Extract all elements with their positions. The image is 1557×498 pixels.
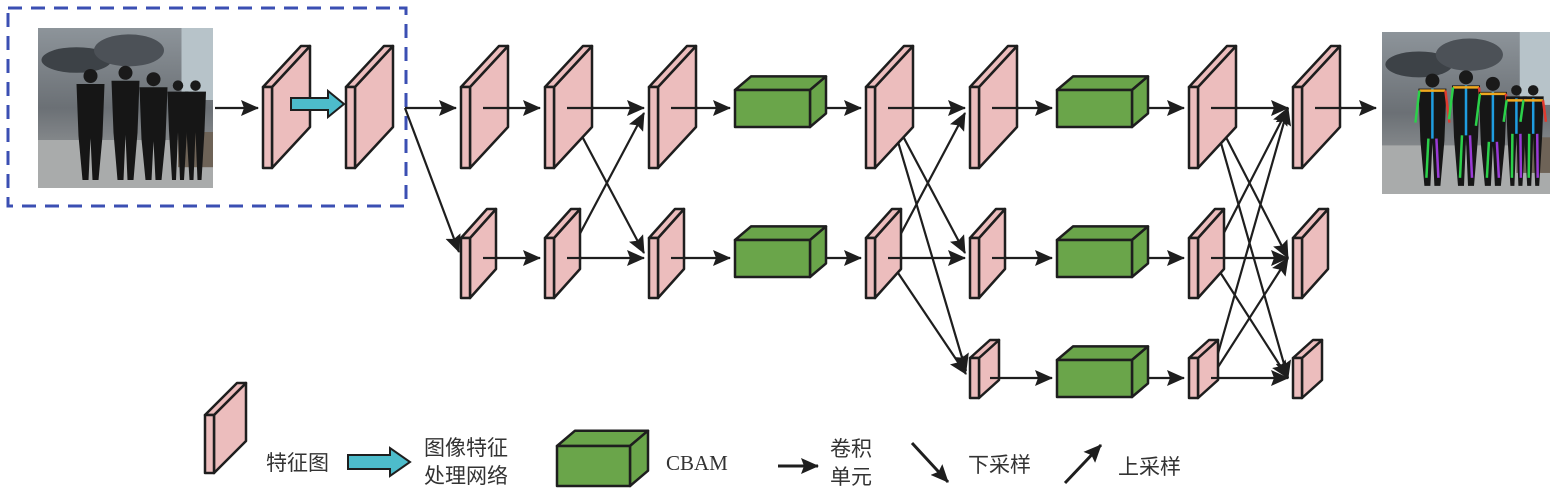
feature-map-mid-res	[459, 207, 498, 300]
feature-map-mid-res	[968, 207, 1007, 300]
pedestrian-head	[118, 65, 133, 80]
skeleton-leg	[1510, 133, 1514, 178]
skeleton-leg	[1458, 135, 1464, 178]
downsample-arrow	[887, 257, 967, 375]
feature-map-mid-res	[864, 207, 903, 300]
legend-upsample-arrow-icon	[1063, 443, 1103, 485]
pedestrian-body	[185, 91, 206, 180]
pedestrian-body	[76, 84, 105, 180]
feature-map-low-res	[1187, 338, 1220, 400]
skeleton-arm	[1474, 93, 1482, 126]
umbrella	[41, 47, 112, 73]
feature-map-low-res	[1291, 338, 1324, 400]
legend-cbam-icon	[555, 429, 650, 488]
feature-map-mid-res	[647, 207, 686, 300]
skeleton-arm	[1519, 100, 1525, 122]
skeleton-leg	[1425, 138, 1430, 178]
pedestrian-head	[172, 80, 184, 91]
legend: 特征图 图像特征 处理网络 CBAM 卷积 单元 下采样 上采样	[203, 381, 1181, 489]
blocks	[261, 44, 1342, 400]
legend-downsample-arrow-icon	[910, 441, 950, 484]
legend-feature-map-label: 特征图	[266, 451, 329, 475]
legend-processing-network-label-2: 处理网络	[424, 464, 508, 488]
legend-feature-map-icon	[203, 381, 248, 475]
pedestrian-head	[1459, 70, 1473, 85]
cbam-block	[733, 225, 828, 279]
pedestrian-head	[83, 69, 98, 83]
skeleton-leg	[1527, 133, 1531, 178]
feature-map	[344, 44, 395, 170]
upsample-arrow	[1209, 107, 1292, 379]
skeleton-leg	[1468, 135, 1474, 178]
umbrella	[1435, 38, 1503, 71]
legend-cbam-shape	[555, 429, 650, 488]
pedestrian-head	[1511, 85, 1522, 96]
feature-map-mid-res	[543, 207, 582, 300]
skeleton-leg	[1485, 141, 1491, 178]
feature-map-mid-res	[1187, 207, 1226, 300]
overlay	[483, 106, 1342, 380]
cbam-block	[733, 75, 828, 129]
pedestrian-head	[1527, 85, 1539, 96]
legend-processing-network-label-1: 图像特征	[424, 436, 508, 460]
legend-feature-map-shape	[203, 381, 248, 475]
legend-processing-arrow-icon	[347, 446, 412, 478]
legend-conv-unit-label-2: 单元	[830, 465, 872, 489]
skeleton-leg	[1495, 141, 1501, 178]
pedestrian-head	[1425, 73, 1440, 88]
upsample-arrow	[1210, 257, 1289, 379]
pedestrian-head	[1485, 76, 1500, 91]
skeleton-arm	[1541, 100, 1548, 122]
pedestrian-head	[190, 80, 201, 91]
skeleton-arm	[1414, 90, 1421, 123]
skeleton-arm	[1447, 87, 1455, 120]
legend-upsample-label: 上采样	[1118, 455, 1181, 479]
legend-downsample-label: 下采样	[968, 453, 1031, 477]
downsample-arrow	[886, 107, 969, 372]
pedestrian-body	[1452, 85, 1480, 186]
umbrella	[94, 34, 164, 67]
skeleton-leg	[1519, 133, 1523, 178]
legend-cbam-label: CBAM	[666, 451, 728, 475]
cbam-block	[1055, 345, 1150, 399]
feature-map-low-res	[968, 338, 1001, 400]
feature-map-mid-res	[1291, 207, 1330, 300]
skeleton-arm	[1502, 100, 1508, 122]
umbrella	[1385, 51, 1453, 78]
cbam-block	[1055, 225, 1150, 279]
pedestrian-body	[139, 87, 168, 180]
pedestrian-head	[146, 72, 161, 87]
output-image	[1382, 32, 1550, 194]
pedestrian-body	[111, 80, 140, 180]
skeleton-leg	[1535, 133, 1539, 178]
skeleton-leg	[1435, 138, 1440, 178]
pedestrian-body	[167, 91, 189, 180]
downsample-arrow	[403, 107, 461, 253]
processing-network-arrow	[290, 88, 346, 120]
cbam-block	[1055, 75, 1150, 129]
legend-conv-unit-label-1: 卷积	[830, 437, 872, 461]
input-image	[38, 28, 213, 188]
